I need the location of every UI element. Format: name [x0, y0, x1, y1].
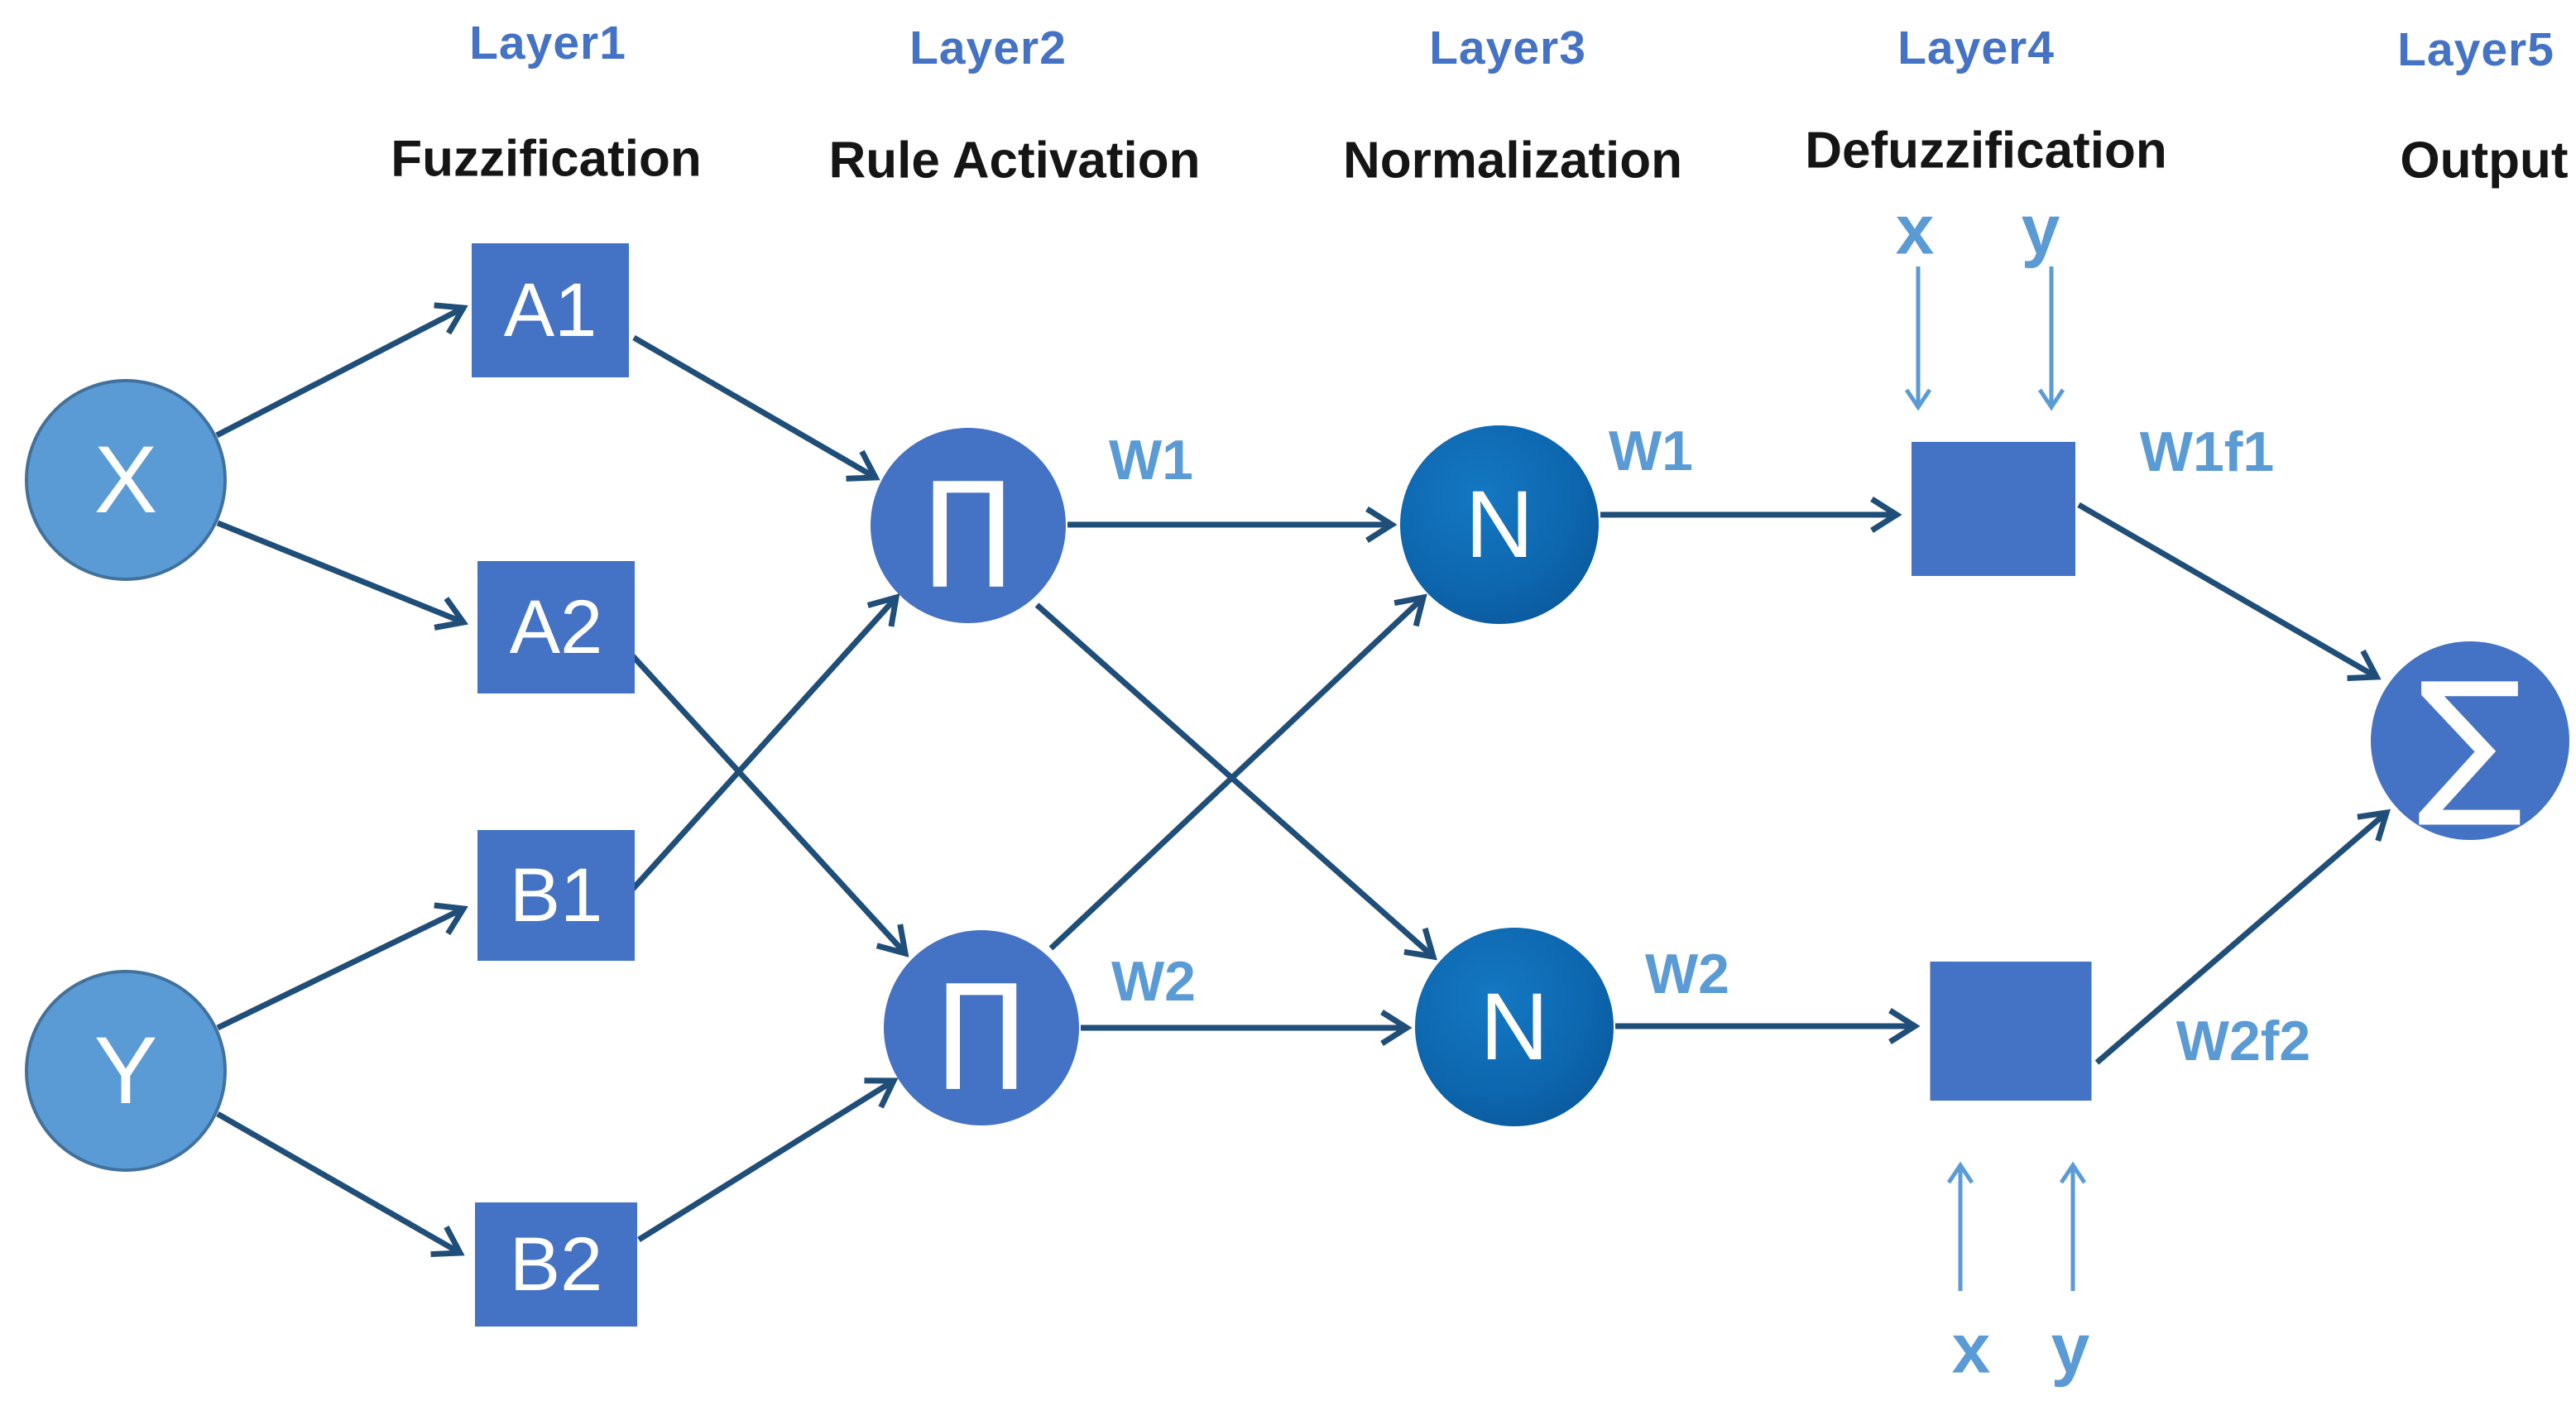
- output-sum-node: ∑: [2371, 641, 2569, 840]
- mf-a2-label: A2: [509, 584, 603, 669]
- edge-x-to-a1: [215, 302, 468, 439]
- norm2-label: N: [1480, 974, 1549, 1080]
- edge-y-to-b1: [216, 902, 468, 1031]
- edge-defuzz2-to-sum: [2094, 809, 2391, 1065]
- input-x-label: X: [94, 427, 158, 533]
- label-w2-rule: W2: [1111, 950, 1196, 1013]
- norm-node-2: N: [1415, 928, 1614, 1126]
- edge-defuzz1-to-sum: [2077, 501, 2382, 681]
- label-w1-rule: W1: [1109, 429, 1193, 492]
- layer2-header: Layer2: [909, 22, 1067, 74]
- label-y-top: y: [2021, 190, 2060, 269]
- layer4-function-label: Defuzzification: [1805, 122, 2167, 180]
- rule-node-2: ∏: [884, 930, 1079, 1125]
- label-w2f2: W2f2: [2175, 1010, 2311, 1072]
- mf-a1-label: A1: [503, 267, 597, 353]
- edge-b1-to-rule1: [630, 593, 900, 892]
- layer3-function-label: Normalization: [1343, 132, 1682, 190]
- mf-box-b1: B1: [477, 830, 635, 961]
- label-w1f1: W1f1: [2139, 420, 2275, 483]
- label-y-bottom: y: [2051, 1309, 2090, 1388]
- layer3-header: Layer3: [1429, 22, 1586, 74]
- mf-box-b2: B2: [475, 1202, 637, 1327]
- norm-node-1: N: [1400, 425, 1599, 624]
- label-w1-norm: W1: [1609, 420, 1693, 482]
- mf-b2-label: B2: [509, 1221, 603, 1307]
- edge-a1-to-rule1: [632, 334, 880, 482]
- layer5-function-label: Output: [2400, 132, 2569, 190]
- label-w2-norm: W2: [1645, 943, 1729, 1005]
- edge-x-to-a2: [216, 520, 469, 631]
- product-icon: ∏: [938, 960, 1025, 1095]
- layer1-function-label: Fuzzification: [391, 130, 702, 188]
- layer2-function-label: Rule Activation: [828, 132, 1201, 190]
- layer4-header: Layer4: [1897, 22, 2055, 74]
- edge-a2-to-rule2: [630, 653, 909, 957]
- defuzz-node-1: [1912, 442, 2075, 576]
- input-node-y: Y: [25, 970, 227, 1172]
- norm1-label: N: [1465, 472, 1534, 578]
- rule-node-1: ∏: [871, 428, 1066, 623]
- label-x-bottom: x: [1951, 1309, 1991, 1388]
- layer5-header: Layer5: [2397, 23, 2554, 76]
- input-y-label: Y: [94, 1018, 158, 1124]
- edge-y-to-b2: [216, 1111, 465, 1258]
- sum-icon: ∑: [2416, 649, 2524, 832]
- label-x-top: x: [1895, 190, 1935, 269]
- edge-b2-to-rule2: [637, 1077, 899, 1242]
- layer1-header: Layer1: [469, 17, 626, 70]
- defuzz-node-2: [1930, 962, 2092, 1101]
- edge-rule1-to-norm2: [1034, 602, 1437, 961]
- mf-box-a1: A1: [472, 243, 629, 377]
- edge-rule2-to-norm1: [1048, 593, 1427, 951]
- mf-box-a2: A2: [477, 561, 635, 693]
- product-icon: ∏: [924, 458, 1012, 593]
- mf-b1-label: B1: [509, 852, 603, 938]
- input-node-x: X: [25, 379, 227, 581]
